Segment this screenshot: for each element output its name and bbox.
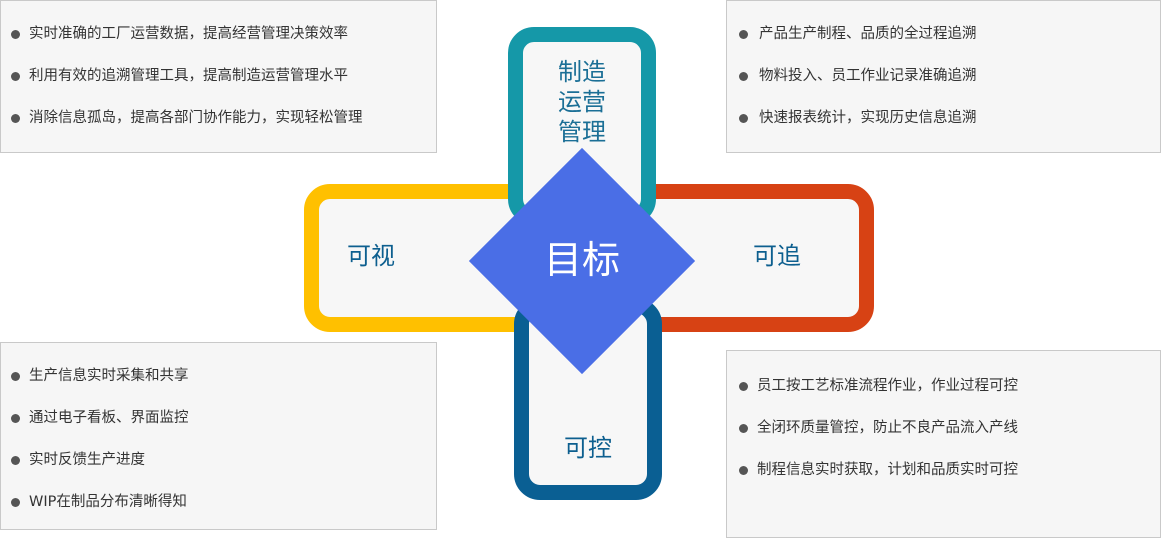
- card-top-right-list: 产品生产制程、品质的全过程追溯 物料投入、员工作业记录准确追溯 快速报表统计，实…: [739, 13, 1160, 139]
- bullet-dot-icon: [11, 30, 20, 39]
- goal-label: 目标: [543, 238, 620, 282]
- bullet-dot-icon: [11, 498, 20, 507]
- bullet-dot-icon: [739, 72, 748, 81]
- pillar-manufacturing-operations-label: 制造 运营 管理: [558, 58, 606, 146]
- list-item-text: 通过电子看板、界面监控: [29, 410, 189, 426]
- bullet-dot-icon: [11, 72, 20, 81]
- list-item-text: 产品生产制程、品质的全过程追溯: [759, 26, 977, 42]
- pillar-visible-label: 可视: [347, 242, 395, 270]
- list-item: 生产信息实时采集和共享: [11, 355, 436, 397]
- list-item: WIP在制品分布清晰得知: [11, 481, 436, 523]
- list-item: 全闭环质量管控，防止不良产品流入产线: [739, 407, 1160, 449]
- bullet-dot-icon: [11, 456, 20, 465]
- list-item-text: 制程信息实时获取，计划和品质实时可控: [757, 462, 1018, 478]
- list-item-text: 消除信息孤岛，提高各部门协作能力，实现轻松管理: [29, 110, 363, 126]
- list-item: 消除信息孤岛，提高各部门协作能力，实现轻松管理: [11, 97, 436, 139]
- list-item: 快速报表统计，实现历史信息追溯: [739, 97, 1160, 139]
- list-item: 通过电子看板、界面监控: [11, 397, 436, 439]
- list-item: 物料投入、员工作业记录准确追溯: [739, 55, 1160, 97]
- list-item: 利用有效的追溯管理工具，提高制造运营管理水平: [11, 55, 436, 97]
- list-item: 产品生产制程、品质的全过程追溯: [739, 13, 1160, 55]
- bullet-dot-icon: [11, 114, 20, 123]
- list-item-text: 实时准确的工厂运营数据，提高经营管理决策效率: [29, 26, 348, 42]
- card-top-left-list: 实时准确的工厂运营数据，提高经营管理决策效率 利用有效的追溯管理工具，提高制造运…: [11, 13, 436, 139]
- bullet-dot-icon: [739, 424, 748, 433]
- list-item-text: 员工按工艺标准流程作业，作业过程可控: [757, 378, 1018, 394]
- card-bottom-right-list: 员工按工艺标准流程作业，作业过程可控 全闭环质量管控，防止不良产品流入产线 制程…: [739, 365, 1160, 491]
- bullet-dot-icon: [739, 30, 748, 39]
- list-item-text: WIP在制品分布清晰得知: [29, 494, 187, 510]
- bullet-dot-icon: [11, 414, 20, 423]
- list-item-text: 全闭环质量管控，防止不良产品流入产线: [757, 420, 1018, 436]
- list-item: 实时反馈生产进度: [11, 439, 436, 481]
- bullet-dot-icon: [11, 372, 20, 381]
- card-bottom-left: 生产信息实时采集和共享 通过电子看板、界面监控 实时反馈生产进度 WIP在制品分…: [0, 342, 437, 530]
- pillar-controllable-label: 可控: [564, 434, 612, 462]
- card-top-left: 实时准确的工厂运营数据，提高经营管理决策效率 利用有效的追溯管理工具，提高制造运…: [0, 0, 437, 153]
- list-item: 实时准确的工厂运营数据，提高经营管理决策效率: [11, 13, 436, 55]
- card-top-right: 产品生产制程、品质的全过程追溯 物料投入、员工作业记录准确追溯 快速报表统计，实…: [726, 0, 1161, 153]
- list-item: 制程信息实时获取，计划和品质实时可控: [739, 449, 1160, 491]
- list-item-text: 生产信息实时采集和共享: [29, 368, 189, 384]
- list-item-text: 实时反馈生产进度: [29, 452, 145, 468]
- list-item-text: 利用有效的追溯管理工具，提高制造运营管理水平: [29, 68, 348, 84]
- bullet-dot-icon: [739, 466, 748, 475]
- bullet-dot-icon: [739, 114, 748, 123]
- list-item-text: 物料投入、员工作业记录准确追溯: [759, 68, 977, 84]
- pillar-traceable-label: 可追: [753, 242, 801, 270]
- bullet-dot-icon: [739, 382, 748, 391]
- card-bottom-left-list: 生产信息实时采集和共享 通过电子看板、界面监控 实时反馈生产进度 WIP在制品分…: [11, 355, 436, 523]
- list-item: 员工按工艺标准流程作业，作业过程可控: [739, 365, 1160, 407]
- card-bottom-right: 员工按工艺标准流程作业，作业过程可控 全闭环质量管控，防止不良产品流入产线 制程…: [726, 350, 1161, 538]
- list-item-text: 快速报表统计，实现历史信息追溯: [759, 110, 977, 126]
